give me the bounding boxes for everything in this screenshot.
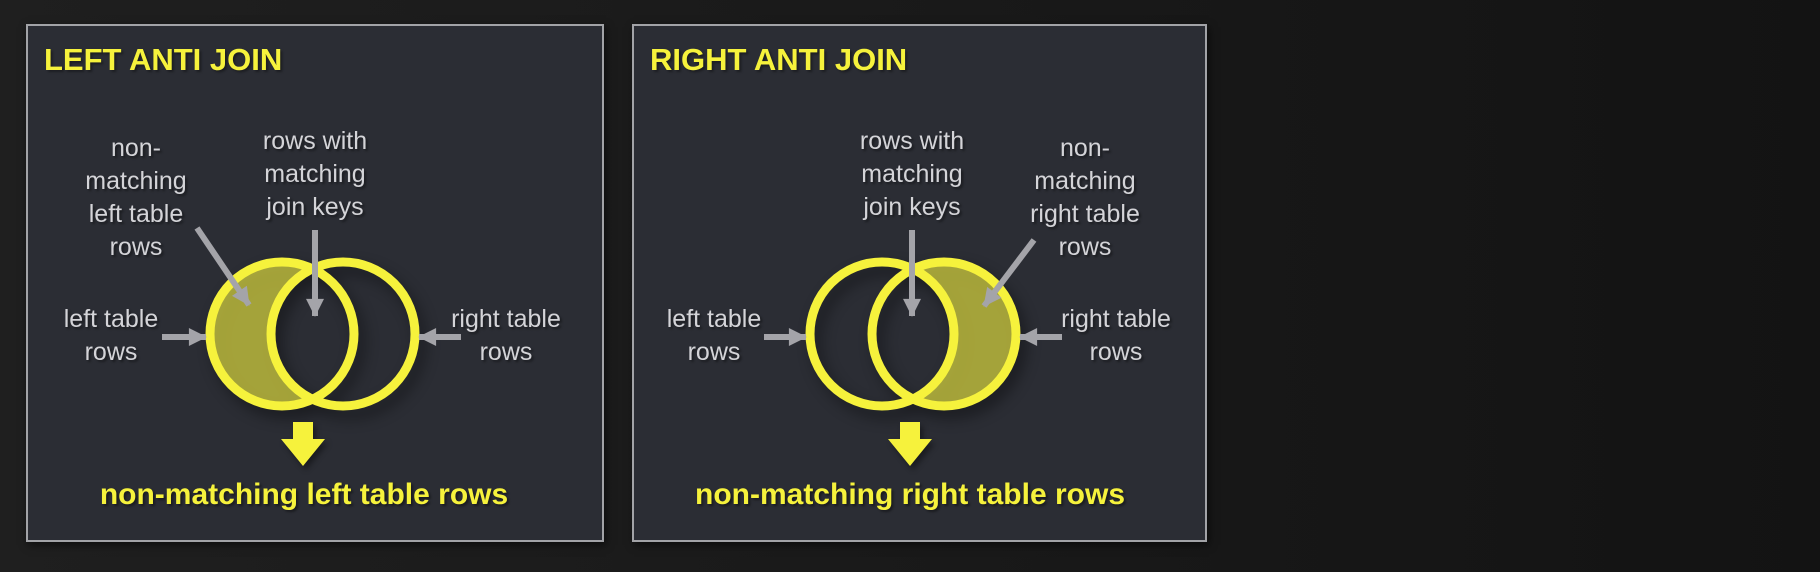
panel-left-anti-join: LEFT ANTI JOIN <box>26 24 604 542</box>
annotation-arrows <box>162 226 461 346</box>
result-label: non-matching left table rows <box>99 478 509 511</box>
annotation-arrows <box>764 230 1062 346</box>
label-line: join keys <box>266 193 364 221</box>
left-circle <box>205 257 359 411</box>
label-line: rows with <box>262 127 368 155</box>
label-line: rows <box>1058 233 1112 261</box>
label-line: rows <box>109 233 163 261</box>
label-line: right table <box>1061 305 1171 333</box>
venn-diagram <box>162 226 461 466</box>
result-label: non-matching right table rows <box>694 478 1126 511</box>
label-line: left table <box>63 305 159 333</box>
crescent-label: non- matching right table rows <box>990 132 1180 264</box>
overlap-label: rows with matching join keys <box>220 125 410 224</box>
label-line: join keys <box>863 193 961 221</box>
overlap-label: rows with matching join keys <box>817 125 1007 224</box>
result-down-arrow-icon <box>281 422 325 466</box>
label-line: right table <box>1030 200 1140 228</box>
page-title: RIGHT ANTI JOIN <box>650 42 908 77</box>
page-title: LEFT ANTI JOIN <box>44 42 283 77</box>
right-circle-label: right table rows <box>1026 303 1206 369</box>
right-circle-label: right table rows <box>416 303 596 369</box>
label-line: rows <box>84 338 138 366</box>
crescent-label: non- matching left table rows <box>46 132 226 264</box>
label-line: right table <box>451 305 561 333</box>
right-circle <box>867 257 1021 411</box>
crescent-arrow <box>194 226 252 307</box>
label-line: matching <box>264 160 366 188</box>
crescent-arrow <box>981 238 1037 308</box>
label-line: rows with <box>859 127 965 155</box>
result-down-arrow-icon <box>888 422 932 466</box>
label-line: matching <box>85 167 187 195</box>
label-line: left table <box>666 305 762 333</box>
right-crescent-fill <box>872 262 1016 406</box>
label-line: rows <box>479 338 533 366</box>
label-line: non- <box>1059 134 1111 162</box>
left-circle <box>805 257 959 411</box>
label-line: non- <box>110 134 162 162</box>
label-line: left table <box>88 200 184 228</box>
label-line: matching <box>1034 167 1136 195</box>
label-line: rows <box>687 338 741 366</box>
left-circle-label: left table rows <box>26 303 196 369</box>
right-circle <box>266 257 420 411</box>
venn-diagram <box>764 230 1062 466</box>
label-line: matching <box>861 160 963 188</box>
label-line: rows <box>1089 338 1143 366</box>
panel-right-anti-join: RIGHT ANTI JOIN <box>632 24 1207 542</box>
left-circle-label: left table rows <box>629 303 799 369</box>
